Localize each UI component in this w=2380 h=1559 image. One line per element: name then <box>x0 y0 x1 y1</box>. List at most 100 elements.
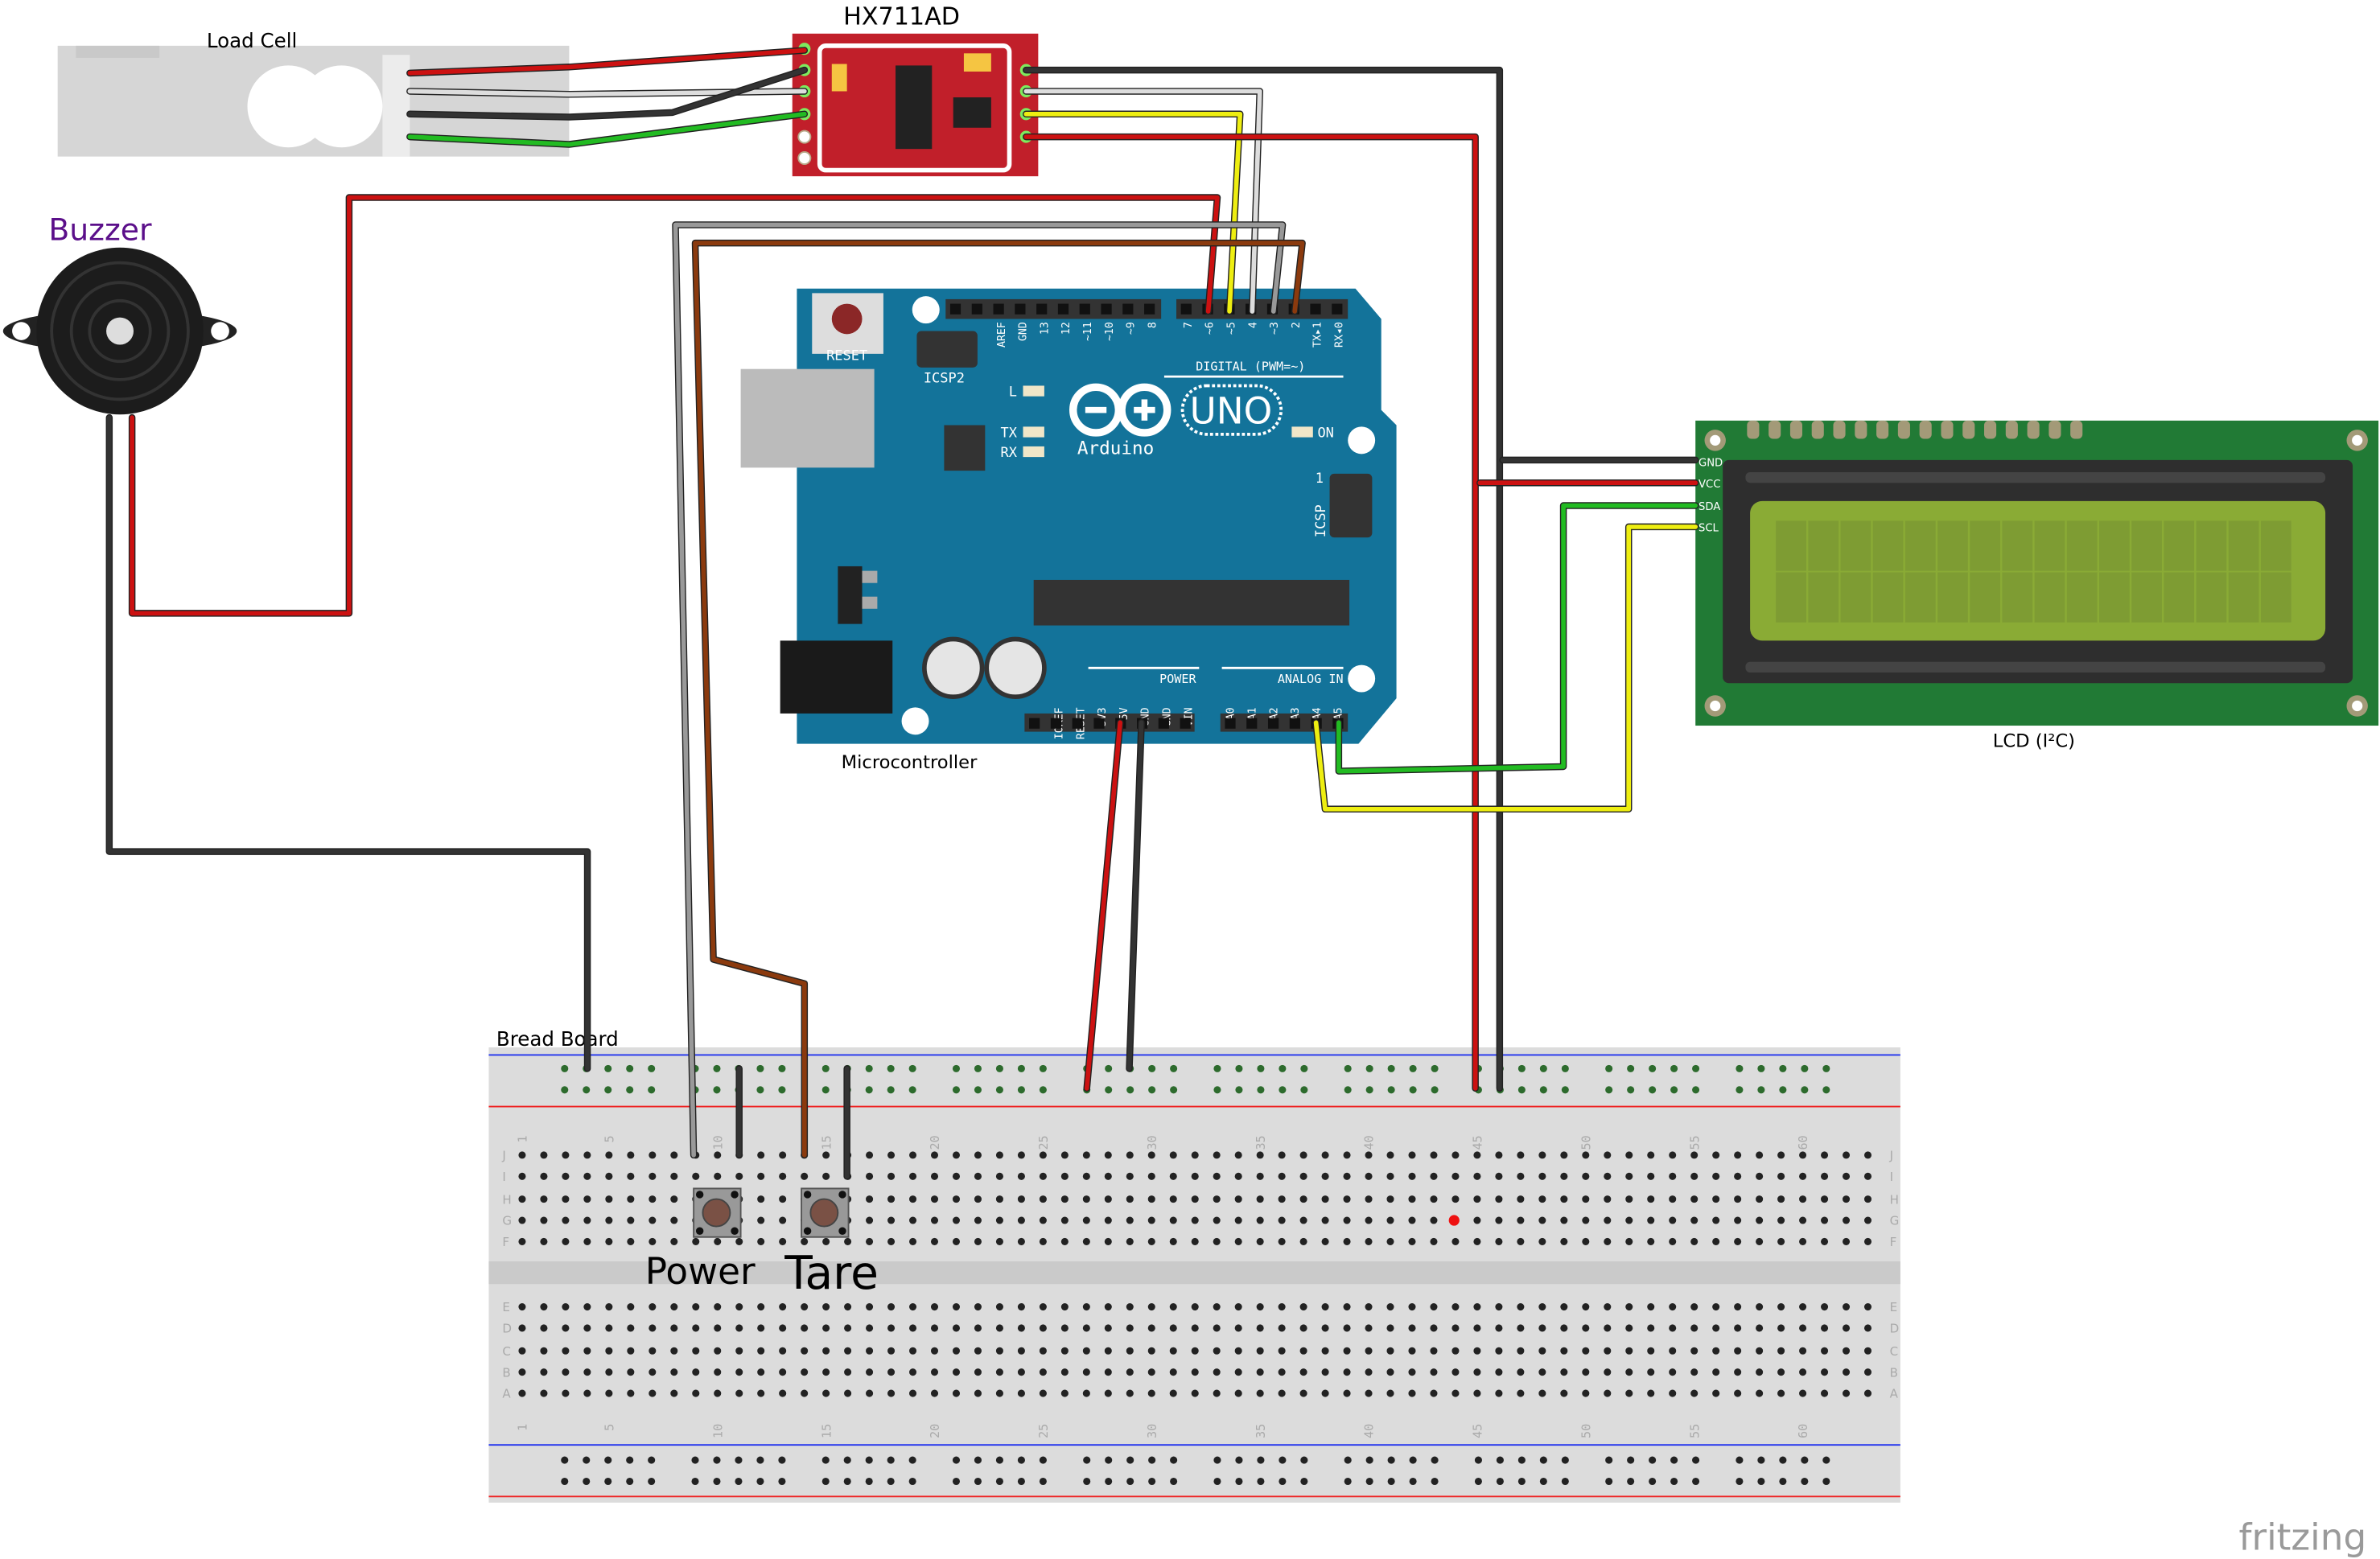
breadboard-hole[interactable] <box>866 1303 874 1311</box>
rail-hole[interactable] <box>1148 1456 1156 1464</box>
rail-hole[interactable] <box>604 1086 612 1094</box>
breadboard-hole[interactable] <box>1842 1237 1851 1245</box>
breadboard-hole[interactable] <box>1647 1172 1655 1180</box>
breadboard-hole[interactable] <box>995 1303 1003 1311</box>
breadboard-hole[interactable] <box>1343 1216 1351 1224</box>
breadboard-hole[interactable] <box>1495 1303 1503 1311</box>
breadboard-hole[interactable] <box>1082 1303 1090 1311</box>
rail-hole[interactable] <box>1126 1086 1134 1094</box>
breadboard-hole[interactable] <box>1690 1172 1699 1180</box>
breadboard-hole[interactable] <box>1734 1216 1742 1224</box>
breadboard-hole[interactable] <box>1517 1195 1525 1203</box>
breadboard-hole[interactable] <box>1386 1303 1394 1311</box>
breadboard-hole[interactable] <box>779 1195 787 1203</box>
breadboard-hole[interactable] <box>1690 1303 1699 1311</box>
breadboard-hole[interactable] <box>1734 1195 1742 1203</box>
rail-hole[interactable] <box>1017 1456 1025 1464</box>
breadboard-hole[interactable] <box>562 1389 570 1397</box>
breadboard-hole[interactable] <box>1234 1347 1242 1355</box>
power-button-wire[interactable] <box>673 222 1285 1158</box>
breadboard-hole[interactable] <box>583 1172 591 1180</box>
rail-hole[interactable] <box>713 1064 721 1072</box>
breadboard-hole[interactable] <box>627 1303 635 1311</box>
rail-hole[interactable] <box>735 1456 743 1464</box>
breadboard-hole[interactable] <box>1451 1389 1460 1397</box>
breadboard-hole[interactable] <box>562 1216 570 1224</box>
rail-hole[interactable] <box>843 1456 851 1464</box>
rail-hole[interactable] <box>1344 1456 1352 1464</box>
breadboard-hole[interactable] <box>649 1172 657 1180</box>
breadboard-hole[interactable] <box>801 1237 809 1245</box>
rail-hole[interactable] <box>1170 1477 1178 1486</box>
breadboard-hole[interactable] <box>952 1368 961 1376</box>
rail-hole[interactable] <box>995 1064 1003 1072</box>
breadboard-hole[interactable] <box>1256 1237 1264 1245</box>
rail-hole[interactable] <box>1344 1477 1352 1486</box>
breadboard-hole[interactable] <box>1234 1195 1242 1203</box>
breadboard-hole[interactable] <box>822 1389 830 1397</box>
breadboard-hole[interactable] <box>1213 1324 1221 1332</box>
breadboard-hole[interactable] <box>1560 1151 1568 1159</box>
breadboard-hole[interactable] <box>1777 1216 1785 1224</box>
breadboard-hole[interactable] <box>1321 1151 1329 1159</box>
rail-hole[interactable] <box>908 1477 916 1486</box>
breadboard-hole[interactable] <box>1299 1195 1307 1203</box>
breadboard-hole[interactable] <box>1842 1195 1851 1203</box>
rail-hole[interactable] <box>1757 1086 1765 1094</box>
breadboard-hole[interactable] <box>1582 1216 1590 1224</box>
breadboard-hole[interactable] <box>952 1172 961 1180</box>
breadboard-hole[interactable] <box>1517 1324 1525 1332</box>
breadboard-hole[interactable] <box>801 1324 809 1332</box>
breadboard-hole[interactable] <box>1060 1347 1069 1355</box>
breadboard-hole[interactable] <box>1821 1324 1829 1332</box>
breadboard-hole[interactable] <box>1430 1172 1438 1180</box>
breadboard-hole[interactable] <box>1169 1172 1177 1180</box>
breadboard-hole[interactable] <box>1430 1303 1438 1311</box>
rail-hole[interactable] <box>1409 1477 1417 1486</box>
breadboard-hole[interactable] <box>1147 1324 1155 1332</box>
rail-hole[interactable] <box>1496 1456 1504 1464</box>
breadboard-hole[interactable] <box>1213 1195 1221 1203</box>
breadboard-hole[interactable] <box>1842 1347 1851 1355</box>
breadboard-hole[interactable] <box>757 1347 765 1355</box>
rail-hole[interactable] <box>908 1456 916 1464</box>
rail-hole[interactable] <box>1409 1086 1417 1094</box>
breadboard-hole[interactable] <box>974 1303 982 1311</box>
rail-hole[interactable] <box>1279 1477 1287 1486</box>
breadboard-hole[interactable] <box>1082 1151 1090 1159</box>
rail-hole[interactable] <box>1757 1456 1765 1464</box>
breadboard-hole[interactable] <box>822 1237 830 1245</box>
breadboard-hole[interactable] <box>692 1324 700 1332</box>
breadboard-hole[interactable] <box>1517 1368 1525 1376</box>
rail-hole[interactable] <box>952 1064 961 1072</box>
breadboard-hole[interactable] <box>887 1324 896 1332</box>
rail-hole[interactable] <box>1649 1064 1657 1072</box>
rail-hole[interactable] <box>1235 1477 1243 1486</box>
rail-hole[interactable] <box>1105 1477 1113 1486</box>
breadboard-hole[interactable] <box>1017 1324 1025 1332</box>
breadboard-hole[interactable] <box>518 1303 526 1311</box>
rail-hole[interactable] <box>1039 1477 1047 1486</box>
breadboard-hole[interactable] <box>1495 1172 1503 1180</box>
breadboard-hole[interactable] <box>1799 1324 1807 1332</box>
rail-hole[interactable] <box>995 1456 1003 1464</box>
breadboard-hole[interactable] <box>1560 1324 1568 1332</box>
rail-hole[interactable] <box>1517 1456 1526 1464</box>
rail-hole[interactable] <box>1017 1064 1025 1072</box>
rail-hole[interactable] <box>1822 1477 1830 1486</box>
breadboard-hole[interactable] <box>1343 1368 1351 1376</box>
breadboard-hole[interactable] <box>930 1237 939 1245</box>
breadboard-hole[interactable] <box>1213 1172 1221 1180</box>
breadboard-hole[interactable] <box>887 1151 896 1159</box>
rail-hole[interactable] <box>1605 1086 1613 1094</box>
rail-hole[interactable] <box>974 1064 982 1072</box>
rail-hole[interactable] <box>1017 1086 1025 1094</box>
lcd-sda-wire[interactable] <box>1336 503 1699 774</box>
breadboard-hole[interactable] <box>1408 1368 1416 1376</box>
breadboard-hole[interactable] <box>1712 1389 1720 1397</box>
rail-hole[interactable] <box>1235 1064 1243 1072</box>
rail-hole[interactable] <box>1148 1086 1156 1094</box>
breadboard-hole[interactable] <box>1343 1237 1351 1245</box>
breadboard-hole[interactable] <box>1690 1368 1699 1376</box>
breadboard-hole[interactable] <box>1669 1195 1677 1203</box>
